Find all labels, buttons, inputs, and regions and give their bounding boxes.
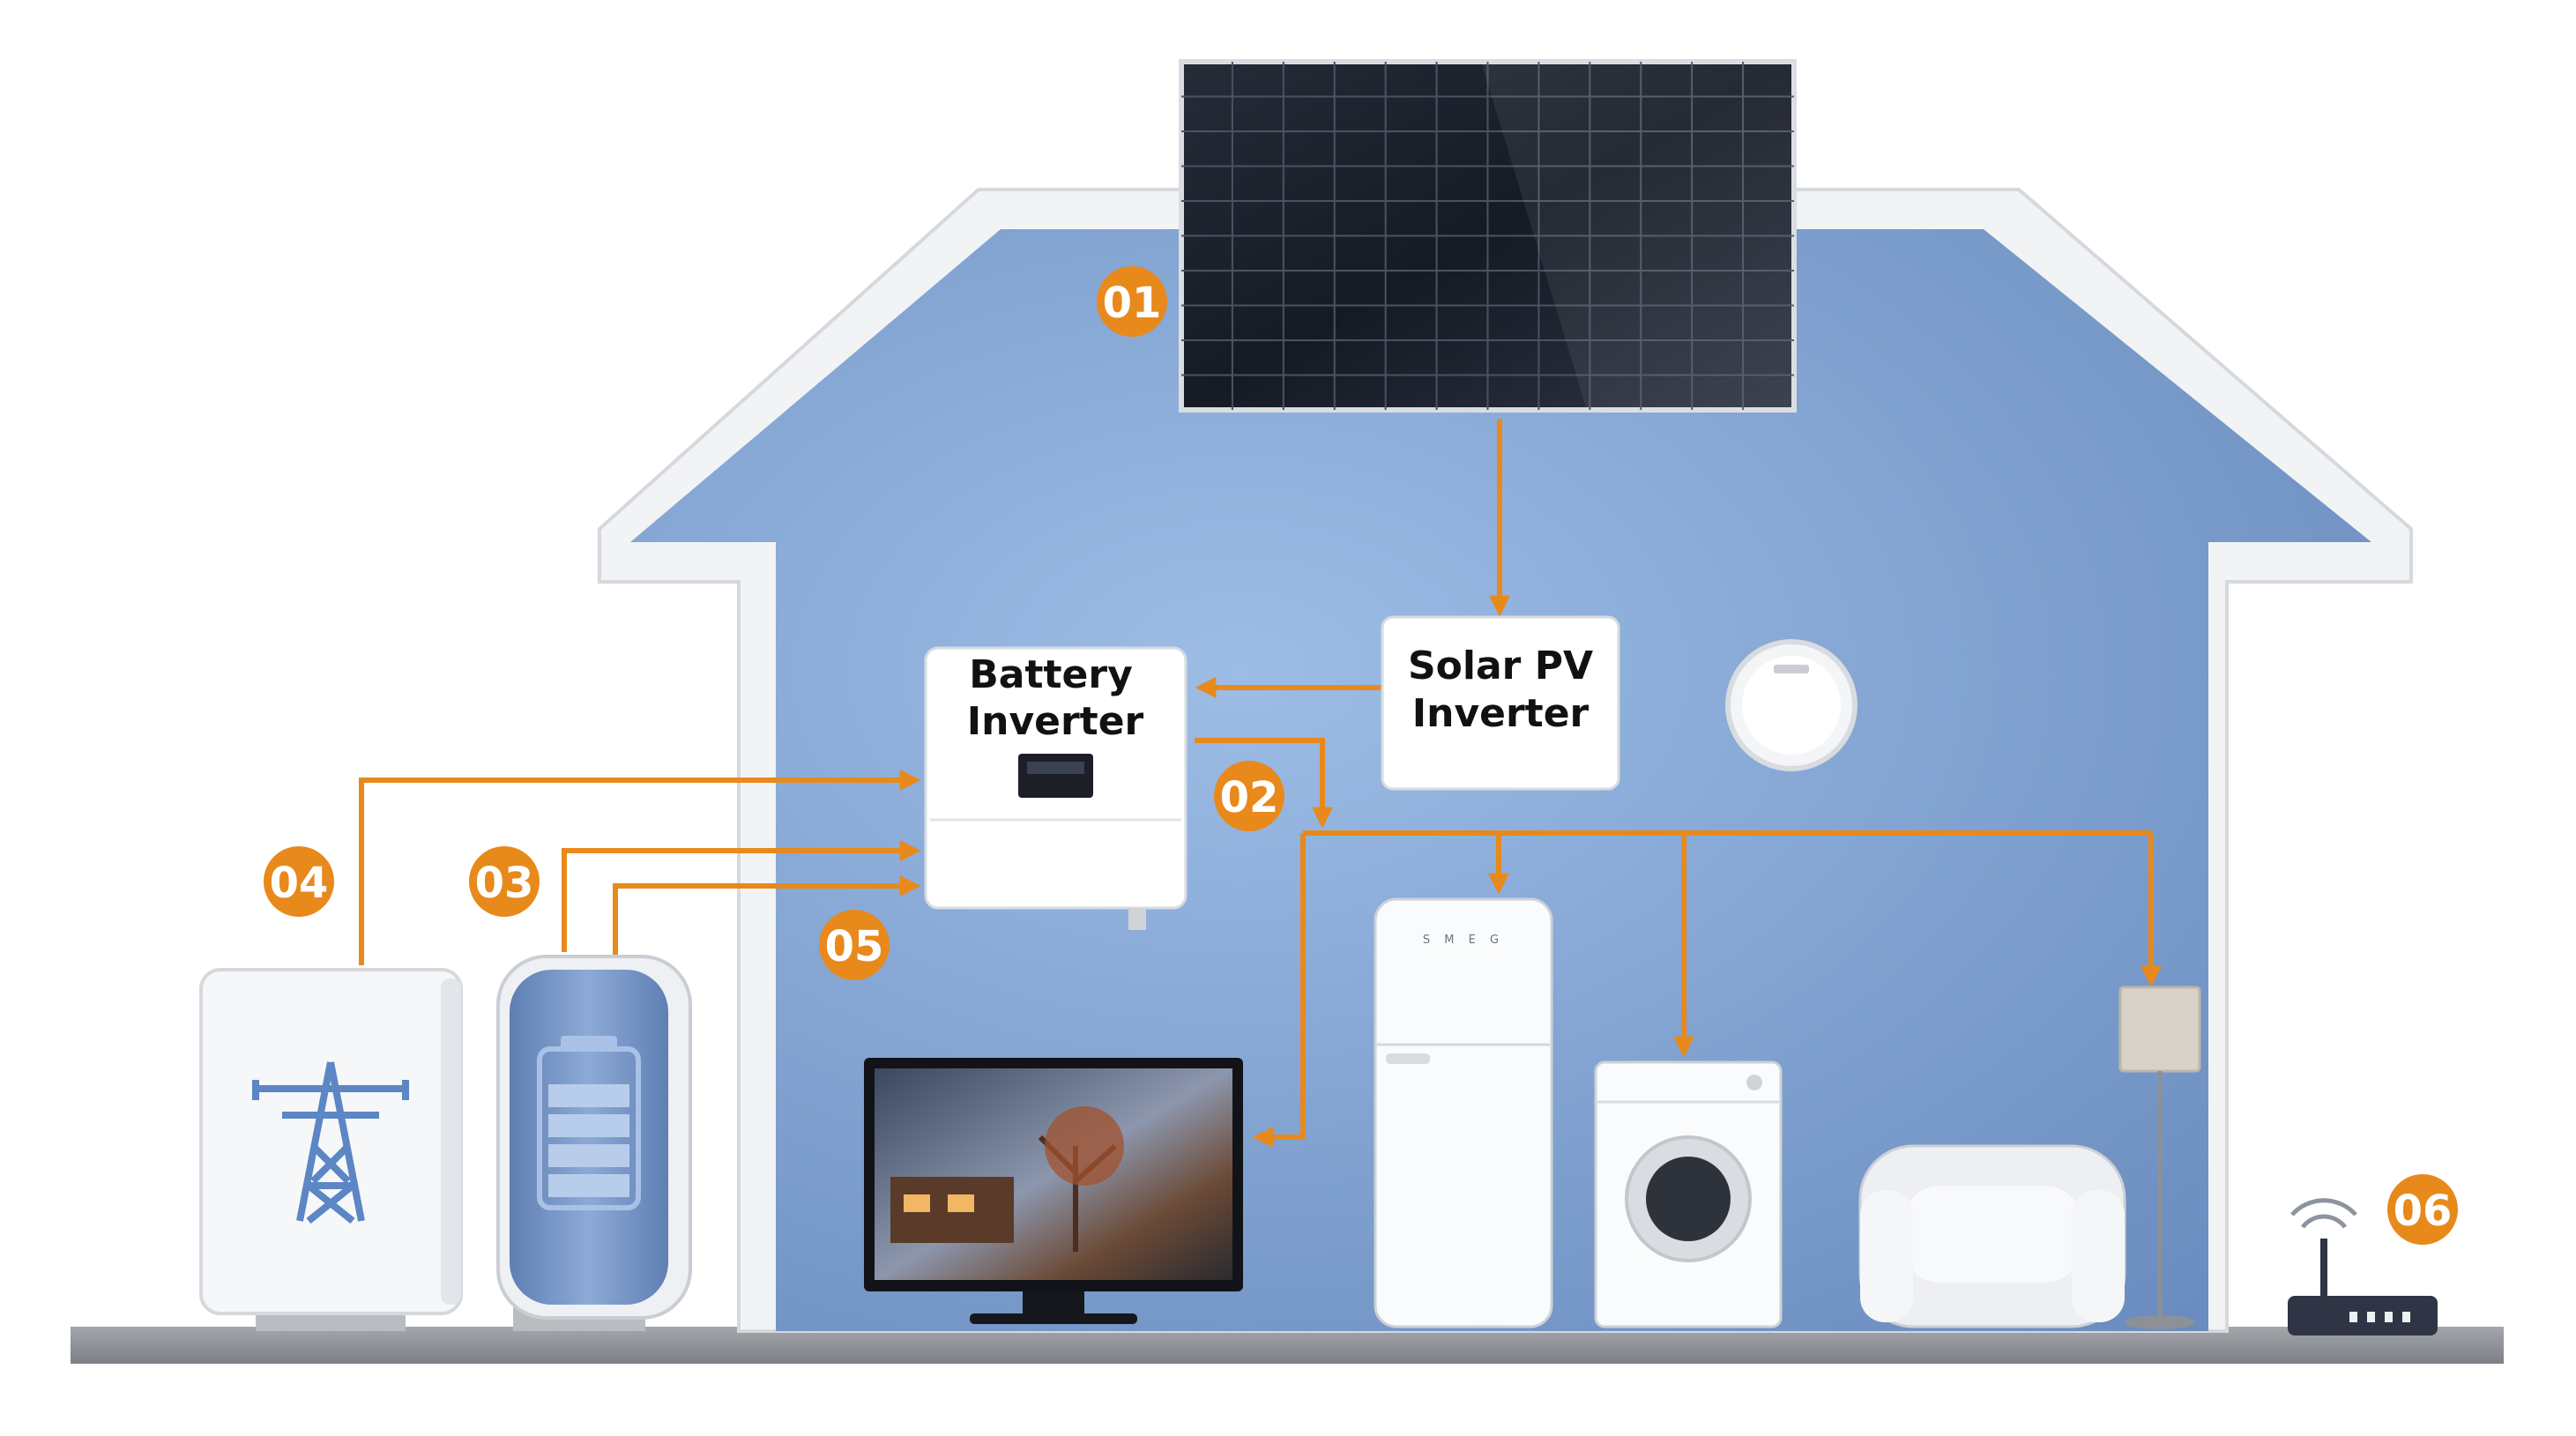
badge-02-text: 02 — [1220, 773, 1279, 822]
badge-03: 03 — [469, 846, 540, 917]
solar-pv-inverter-label-2: Inverter — [1412, 691, 1590, 736]
badge-01-text: 01 — [1103, 279, 1162, 328]
floor-lamp — [2118, 986, 2201, 1329]
fridge-brand: S M E G — [1423, 934, 1504, 947]
battery-inverter-label-2: Inverter — [967, 699, 1144, 744]
badge-04-text: 04 — [270, 859, 329, 908]
smart-meter — [1725, 639, 1858, 771]
badge-06: 06 — [2387, 1174, 2458, 1245]
connection-lines — [359, 419, 2162, 1148]
badge-01: 01 — [1097, 266, 1167, 337]
armchair — [1858, 1144, 2126, 1328]
line-to-tv — [1252, 833, 1306, 1148]
battery-inverter-label-1: Battery — [969, 652, 1133, 697]
washing-machine — [1594, 1060, 1783, 1328]
badge-02: 02 — [1214, 761, 1284, 831]
badge-03-text: 03 — [475, 859, 534, 908]
badge-05: 05 — [819, 910, 890, 980]
badge-04: 04 — [264, 846, 334, 917]
wifi-icon — [2290, 1198, 2357, 1229]
badge-05-text: 05 — [825, 922, 884, 971]
solar-panel — [1179, 59, 1797, 413]
line-battery-to-inverter-b — [613, 875, 921, 961]
inverter-display — [1018, 754, 1093, 798]
grid-unit — [199, 968, 463, 1331]
battery-inverter-box: Battery Inverter — [924, 646, 1187, 930]
battery-unit — [496, 955, 692, 1331]
television — [864, 1058, 1243, 1324]
router — [2288, 1198, 2438, 1336]
transmission-tower-icon — [252, 1061, 409, 1224]
badge-06-text: 06 — [2394, 1187, 2453, 1236]
line-battery-to-inverter-a — [562, 840, 921, 952]
refrigerator: S M E G — [1374, 897, 1553, 1328]
battery-icon — [537, 1036, 641, 1210]
line-battery-inverter-to-loads — [1195, 738, 1333, 829]
solar-pv-inverter-label-1: Solar PV — [1408, 644, 1593, 688]
line-grid-to-inverter — [359, 770, 921, 965]
solar-pv-inverter-box: Solar PV Inverter — [1381, 615, 1620, 791]
